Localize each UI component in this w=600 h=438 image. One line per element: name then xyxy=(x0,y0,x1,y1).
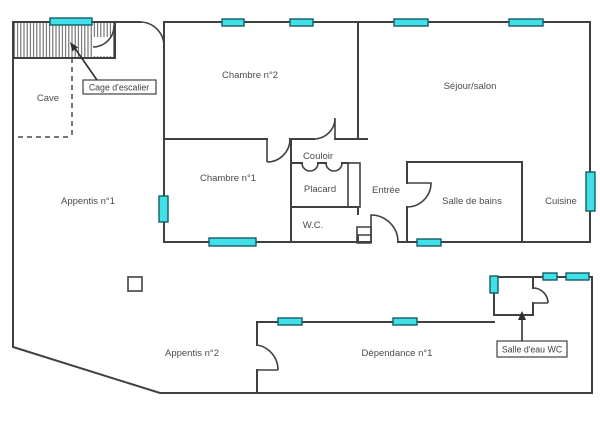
label-dependance1: Dépendance n°1 xyxy=(362,348,433,359)
window-terrace-2 xyxy=(565,272,590,281)
window-cuisine xyxy=(585,171,596,212)
label-chambre1: Chambre n°1 xyxy=(200,173,256,184)
window-chambre1-south xyxy=(208,237,257,247)
wall-bathroom xyxy=(406,161,523,243)
annotation-salle-eau-wc: Salle d'eau WC xyxy=(502,345,563,355)
salle-eau-arrowhead xyxy=(518,311,526,320)
window-wc-room xyxy=(489,275,499,294)
window-sejour-2 xyxy=(508,18,544,27)
door-bathroom xyxy=(406,182,432,208)
window-dependance-2 xyxy=(392,317,418,326)
label-appentis1: Appentis n°1 xyxy=(61,196,115,207)
annotation-cage-escalier: Cage d'escalier xyxy=(89,83,149,93)
label-cuisine: Cuisine xyxy=(545,196,577,207)
window-chambre1-west xyxy=(158,195,169,223)
window-sejour-1 xyxy=(393,18,429,27)
window-dependance-1 xyxy=(277,317,303,326)
label-sejour-salon: Séjour/salon xyxy=(444,81,497,92)
label-appentis2: Appentis n°2 xyxy=(165,348,219,359)
window-chambre2-1 xyxy=(221,18,245,27)
wall-lower-outline xyxy=(12,57,593,394)
salle-eau-box xyxy=(496,340,568,358)
window-stair xyxy=(49,17,93,26)
label-wc: W.C. xyxy=(303,220,324,231)
label-entree: Entrée xyxy=(372,185,400,196)
door-entrance xyxy=(370,214,399,243)
door-dependance xyxy=(256,344,279,371)
window-chambre2-2 xyxy=(289,18,314,27)
door-arc-hall xyxy=(139,21,165,47)
stair-door-arc xyxy=(92,25,115,48)
label-cave: Cave xyxy=(37,93,59,104)
door-chambre1 xyxy=(266,138,291,163)
placard-door-arcs xyxy=(301,162,343,172)
wall-wc-room xyxy=(493,276,534,316)
window-bathroom xyxy=(416,238,442,247)
door-chambre2 xyxy=(313,117,336,140)
cage-escalier-arrow xyxy=(73,46,98,81)
window-terrace-1 xyxy=(542,272,558,281)
label-couloir: Couloir xyxy=(303,151,333,162)
cage-escalier-box xyxy=(82,79,157,95)
cage-escalier-arrowhead xyxy=(70,42,79,52)
cave-dashed-boundary xyxy=(18,58,73,138)
label-salle-de-bains: Salle de bains xyxy=(442,196,502,207)
wall-house-outline xyxy=(163,21,591,243)
label-placard: Placard xyxy=(304,184,336,195)
duct-column xyxy=(347,162,361,208)
door-wc-room xyxy=(532,287,549,304)
pillar xyxy=(127,276,143,292)
label-chambre2: Chambre n°2 xyxy=(222,70,278,81)
entrance-steps xyxy=(356,226,372,244)
